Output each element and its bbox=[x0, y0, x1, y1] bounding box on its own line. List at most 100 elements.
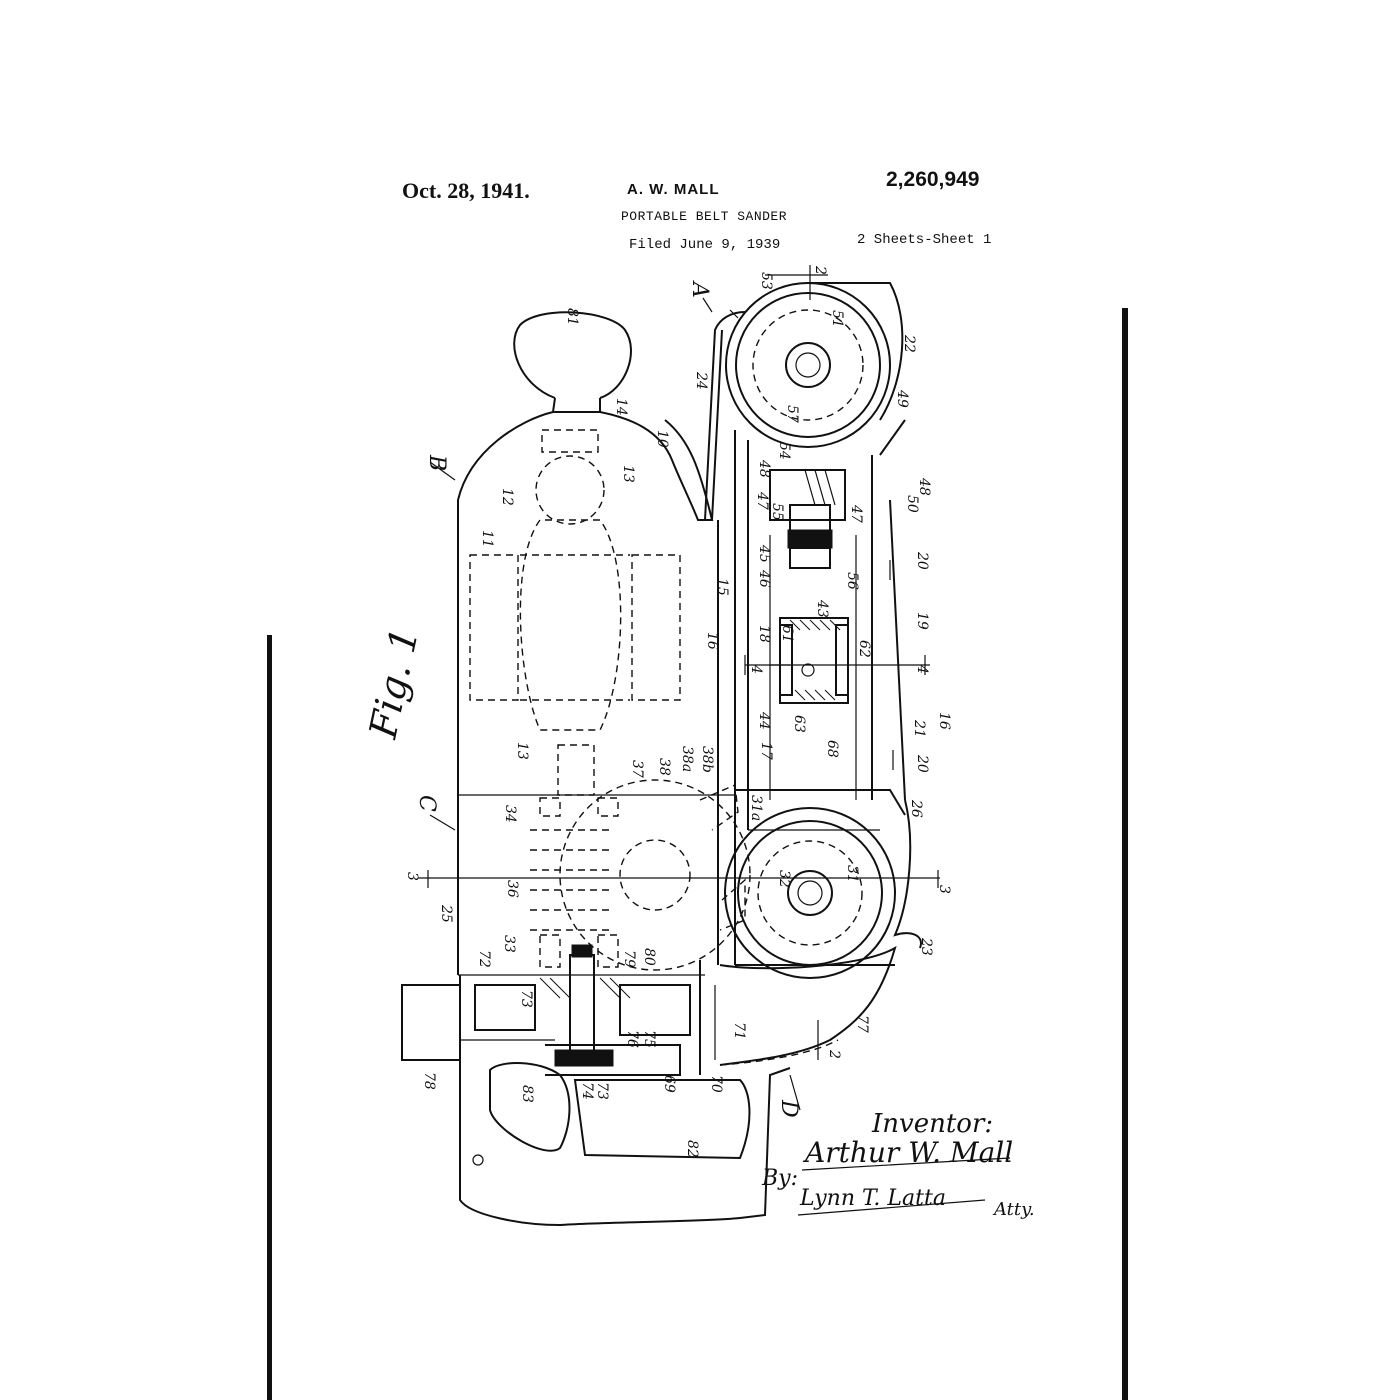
belt-frame bbox=[704, 311, 922, 965]
ref-81: 81 bbox=[564, 308, 580, 326]
ref-38b: 38b bbox=[699, 746, 715, 773]
ref-31: 31 bbox=[844, 865, 860, 883]
ref-48-left: 48 bbox=[756, 459, 772, 478]
sheet-count: 2 Sheets-Sheet 1 bbox=[857, 232, 992, 248]
ref-44: 44 bbox=[756, 711, 772, 730]
ref-C: C bbox=[414, 795, 439, 812]
attorney-suffix: Atty. bbox=[992, 1199, 1035, 1220]
by-label: By: bbox=[761, 1166, 798, 1191]
ref-51: 51 bbox=[829, 310, 845, 328]
ref-16-right: 16 bbox=[936, 712, 952, 730]
patent-title: PORTABLE BELT SANDER bbox=[621, 209, 788, 224]
ref-24: 24 bbox=[693, 371, 709, 390]
ref-49: 49 bbox=[894, 389, 910, 408]
inventor-name-header: A. W. MALL bbox=[627, 181, 720, 198]
sheet-border-right bbox=[1122, 308, 1128, 1400]
ref-3-right: 3 bbox=[936, 885, 952, 894]
ref-73-top: 73 bbox=[518, 990, 534, 1008]
ref-82: 82 bbox=[684, 1140, 700, 1158]
inventor-label: Inventor: bbox=[871, 1109, 993, 1139]
ref-68: 68 bbox=[824, 740, 840, 758]
ref-57: 57 bbox=[784, 405, 800, 423]
ref-38: 38 bbox=[656, 758, 672, 776]
attorney-signature: Lynn T. Latta bbox=[799, 1186, 946, 1211]
ref-25: 25 bbox=[438, 904, 454, 923]
ref-55: 55 bbox=[769, 503, 785, 521]
ref-A: A bbox=[687, 280, 712, 298]
patent-number: 2,260,949 bbox=[886, 168, 980, 191]
ref-20-bottom: 20 bbox=[914, 754, 930, 773]
ref-48-right: 48 bbox=[916, 477, 932, 496]
ref-38a: 38a bbox=[679, 746, 695, 772]
ref-47-right: 47 bbox=[848, 504, 864, 523]
sheet-border-left bbox=[267, 635, 272, 1400]
ref-54: 54 bbox=[776, 442, 792, 460]
ref-21: 21 bbox=[911, 719, 927, 738]
top-pulley bbox=[725, 282, 904, 448]
ref-56: 56 bbox=[844, 572, 860, 590]
ref-72: 72 bbox=[476, 950, 492, 968]
ref-23: 23 bbox=[918, 937, 934, 956]
ref-20-top: 20 bbox=[914, 551, 930, 570]
ref-4-right: 4 bbox=[914, 664, 930, 674]
ref-77: 77 bbox=[854, 1015, 870, 1033]
reference-numerals: 81 10 14 13 12 11 13 B C A D 24 53 2 51 … bbox=[404, 265, 952, 1158]
ref-36: 36 bbox=[504, 880, 520, 898]
ref-50: 50 bbox=[904, 495, 920, 513]
bottom-pulley bbox=[724, 807, 896, 979]
ref-12: 12 bbox=[499, 488, 515, 506]
ref-13: 13 bbox=[514, 742, 530, 760]
filed-date: Filed June 9, 1939 bbox=[629, 237, 781, 253]
ref-47-left: 47 bbox=[754, 491, 770, 510]
motor-housing bbox=[457, 311, 735, 976]
tension-mechanism bbox=[769, 469, 849, 704]
ref-13-top: 13 bbox=[620, 465, 636, 483]
ref-17: 17 bbox=[758, 742, 774, 760]
ref-71: 71 bbox=[731, 1022, 747, 1040]
ref-22: 22 bbox=[901, 334, 917, 353]
ref-62: 62 bbox=[856, 640, 872, 658]
ref-61: 61 bbox=[779, 625, 795, 643]
fan-housing bbox=[401, 944, 897, 1227]
patent-date: Oct. 28, 1941. bbox=[402, 178, 530, 203]
ref-10: 10 bbox=[654, 430, 670, 448]
ref-18: 18 bbox=[756, 625, 772, 643]
motor-internals bbox=[469, 429, 751, 971]
ref-53: 53 bbox=[758, 272, 774, 290]
ref-D: D bbox=[776, 1099, 801, 1118]
ref-34: 34 bbox=[502, 805, 518, 823]
ref-79: 79 bbox=[621, 950, 637, 968]
ref-69: 69 bbox=[661, 1075, 677, 1093]
ref-31a: 31a bbox=[748, 795, 764, 821]
ref-78: 78 bbox=[421, 1072, 437, 1090]
ref-26: 26 bbox=[908, 799, 924, 818]
ref-11: 11 bbox=[479, 530, 495, 548]
leader-lines bbox=[429, 297, 801, 1111]
ref-43: 43 bbox=[814, 599, 830, 618]
ref-46: 46 bbox=[756, 569, 772, 588]
ref-19: 19 bbox=[914, 612, 930, 630]
ref-75: 75 bbox=[641, 1030, 657, 1048]
ref-70: 70 bbox=[708, 1075, 724, 1093]
ref-63: 63 bbox=[791, 715, 807, 733]
ref-4-left: 4 bbox=[748, 664, 764, 674]
ref-16: 16 bbox=[704, 632, 720, 650]
ref-73-bottom: 73 bbox=[594, 1082, 610, 1100]
ref-2-bottom: 2 bbox=[826, 1049, 842, 1059]
ref-33: 33 bbox=[501, 935, 517, 953]
ref-14: 14 bbox=[613, 398, 629, 416]
ref-80: 80 bbox=[641, 948, 657, 966]
ref-83: 83 bbox=[519, 1085, 535, 1103]
ref-15: 15 bbox=[714, 578, 730, 596]
ref-32: 32 bbox=[776, 870, 792, 888]
ref-45: 45 bbox=[756, 544, 772, 563]
ref-74: 74 bbox=[579, 1082, 595, 1100]
ref-2-top: 2 bbox=[812, 265, 828, 275]
section-lines bbox=[418, 265, 940, 1060]
ref-76: 76 bbox=[624, 1030, 640, 1048]
ref-37: 37 bbox=[629, 760, 645, 778]
signature-block: Inventor: Arthur W. Mall By: Lynn T. Lat… bbox=[761, 1109, 1035, 1220]
ref-B: B bbox=[424, 454, 449, 471]
